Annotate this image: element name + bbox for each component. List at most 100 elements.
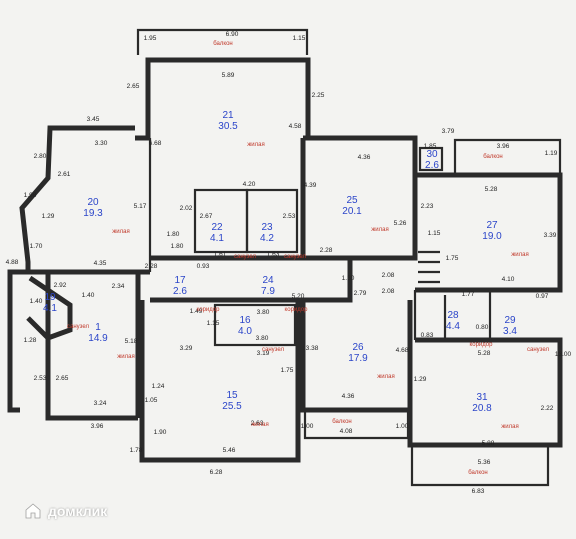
dimension-label: 3.96 [91,423,104,430]
dimension-label: 2.22 [541,405,554,412]
dimension-label: 1.40 [82,292,95,299]
dimension-label: 1.75 [281,367,294,374]
domclick-logo: домклик [24,502,107,520]
room-type-label: санузел [527,347,549,353]
room-type-label: жилая [511,252,528,258]
dimension-label: 1.05 [145,397,158,404]
dimension-label: 13.00 [555,351,572,358]
dimension-label: 0.80 [476,324,489,331]
dimension-label: 1.70 [30,243,43,250]
dimension-label: 4.39 [304,182,317,189]
walls [7,28,563,487]
dimension-label: 4.20 [243,181,256,188]
dimension-label: 6.83 [472,488,485,495]
dimension-label: 4.58 [289,123,302,130]
dimension-label: 1.61 [214,251,227,258]
dimension-label: 1.15 [293,35,306,42]
dimension-label: 1.40 [30,298,43,305]
room-area: 20.8 [472,403,492,414]
dimension-label: 2.65 [127,83,140,90]
dimension-label: 5.89 [222,72,235,79]
room-number: 25 [346,195,358,206]
dimension-label: 2.34 [112,283,125,290]
dimension-label: 2.61 [58,171,71,178]
dimension-label: 5.88 [482,440,495,447]
dimension-label: 4.10 [502,276,515,283]
dimension-label: 5.18 [125,338,138,345]
room-area: 2.6 [173,286,187,297]
dimension-label: 2.67 [200,213,213,220]
balcony-label: балкон [332,419,351,425]
room-number: 30 [426,149,438,160]
room-type-label: санузел [67,324,89,330]
balcony-label: балкон [483,154,502,160]
room-labels: 114.9жилая1525.5жилая164.0санузел172.6ко… [43,110,549,430]
balcony-label: балкон [213,41,232,47]
dimension-label: 5.26 [394,220,407,227]
room-number: 28 [447,310,459,321]
room-type-label: коридор [197,307,221,313]
dimension-label: 2.08 [382,272,395,279]
room-number: 31 [476,392,488,403]
dimension-label: 4.08 [340,428,353,435]
dimension-label: 1.24 [152,383,165,390]
room-type-label: коридор [470,342,494,348]
dimension-label: 2.53 [34,375,47,382]
dimension-label: 3.29 [180,345,193,352]
dimension-label: 2.28 [145,263,158,270]
dimension-label: 5.28 [478,350,491,357]
room-number: 21 [222,110,234,121]
dimension-label: 3.39 [544,232,557,239]
room-area: 4.4 [446,321,460,332]
dimension-label: 1.85 [424,143,437,150]
room-area: 4.1 [210,233,224,244]
dimension-label: 2.92 [54,282,67,289]
dimension-label: 1.80 [171,243,184,250]
room-type-label: жилая [371,227,388,233]
room-type-label: коридор [285,307,309,313]
dimension-label: 2.28 [320,247,333,254]
dimension-label: 6.68 [149,140,162,147]
room-number: 20 [87,197,99,208]
room-type-label: жилая [112,229,129,235]
dimension-label: 1.29 [414,376,427,383]
room-number: 26 [352,342,364,353]
dimension-label: 4.35 [94,260,107,267]
dimension-label: 0.83 [421,332,434,339]
room-number: 27 [486,220,498,231]
dimension-label: 1.15 [207,320,220,327]
room-number: 15 [226,390,238,401]
room-area: 4.1 [43,303,57,314]
dimension-label: 1.19 [545,150,558,157]
room-type-label: санузел [284,254,306,260]
room-number: 1 [95,322,101,333]
room-area: 30.5 [218,121,238,132]
house-icon [25,503,41,519]
dimension-label: 4.88 [6,259,19,266]
dimension-label: 1.77 [462,291,475,298]
dimension-label: 4.36 [358,154,371,161]
room-type-label: жилая [247,142,264,148]
dimension-label: 1.15 [428,230,441,237]
room-area: 17.9 [348,353,368,364]
room-area: 4.0 [238,326,252,337]
dimension-label: 2.79 [354,290,367,297]
dimension-label: 5.46 [223,447,236,454]
room-area: 19.0 [482,231,502,242]
dimension-label: 3.80 [256,335,269,342]
room-type-label: санузел [262,347,284,353]
dimension-label: 0.97 [536,293,549,300]
dimension-label: 2.63 [251,420,264,427]
dimension-label: 1.49 [190,308,203,315]
dimension-label: 1.00 [396,423,409,430]
dimension-label: 1.80 [167,231,180,238]
dimension-label: 1.95 [144,35,157,42]
dimension-label: 3.24 [94,400,107,407]
room-number: 24 [262,275,274,286]
dimension-label: 6.28 [210,469,223,476]
dimension-label: 5.17 [134,203,147,210]
room-type-label: жилая [117,354,134,360]
